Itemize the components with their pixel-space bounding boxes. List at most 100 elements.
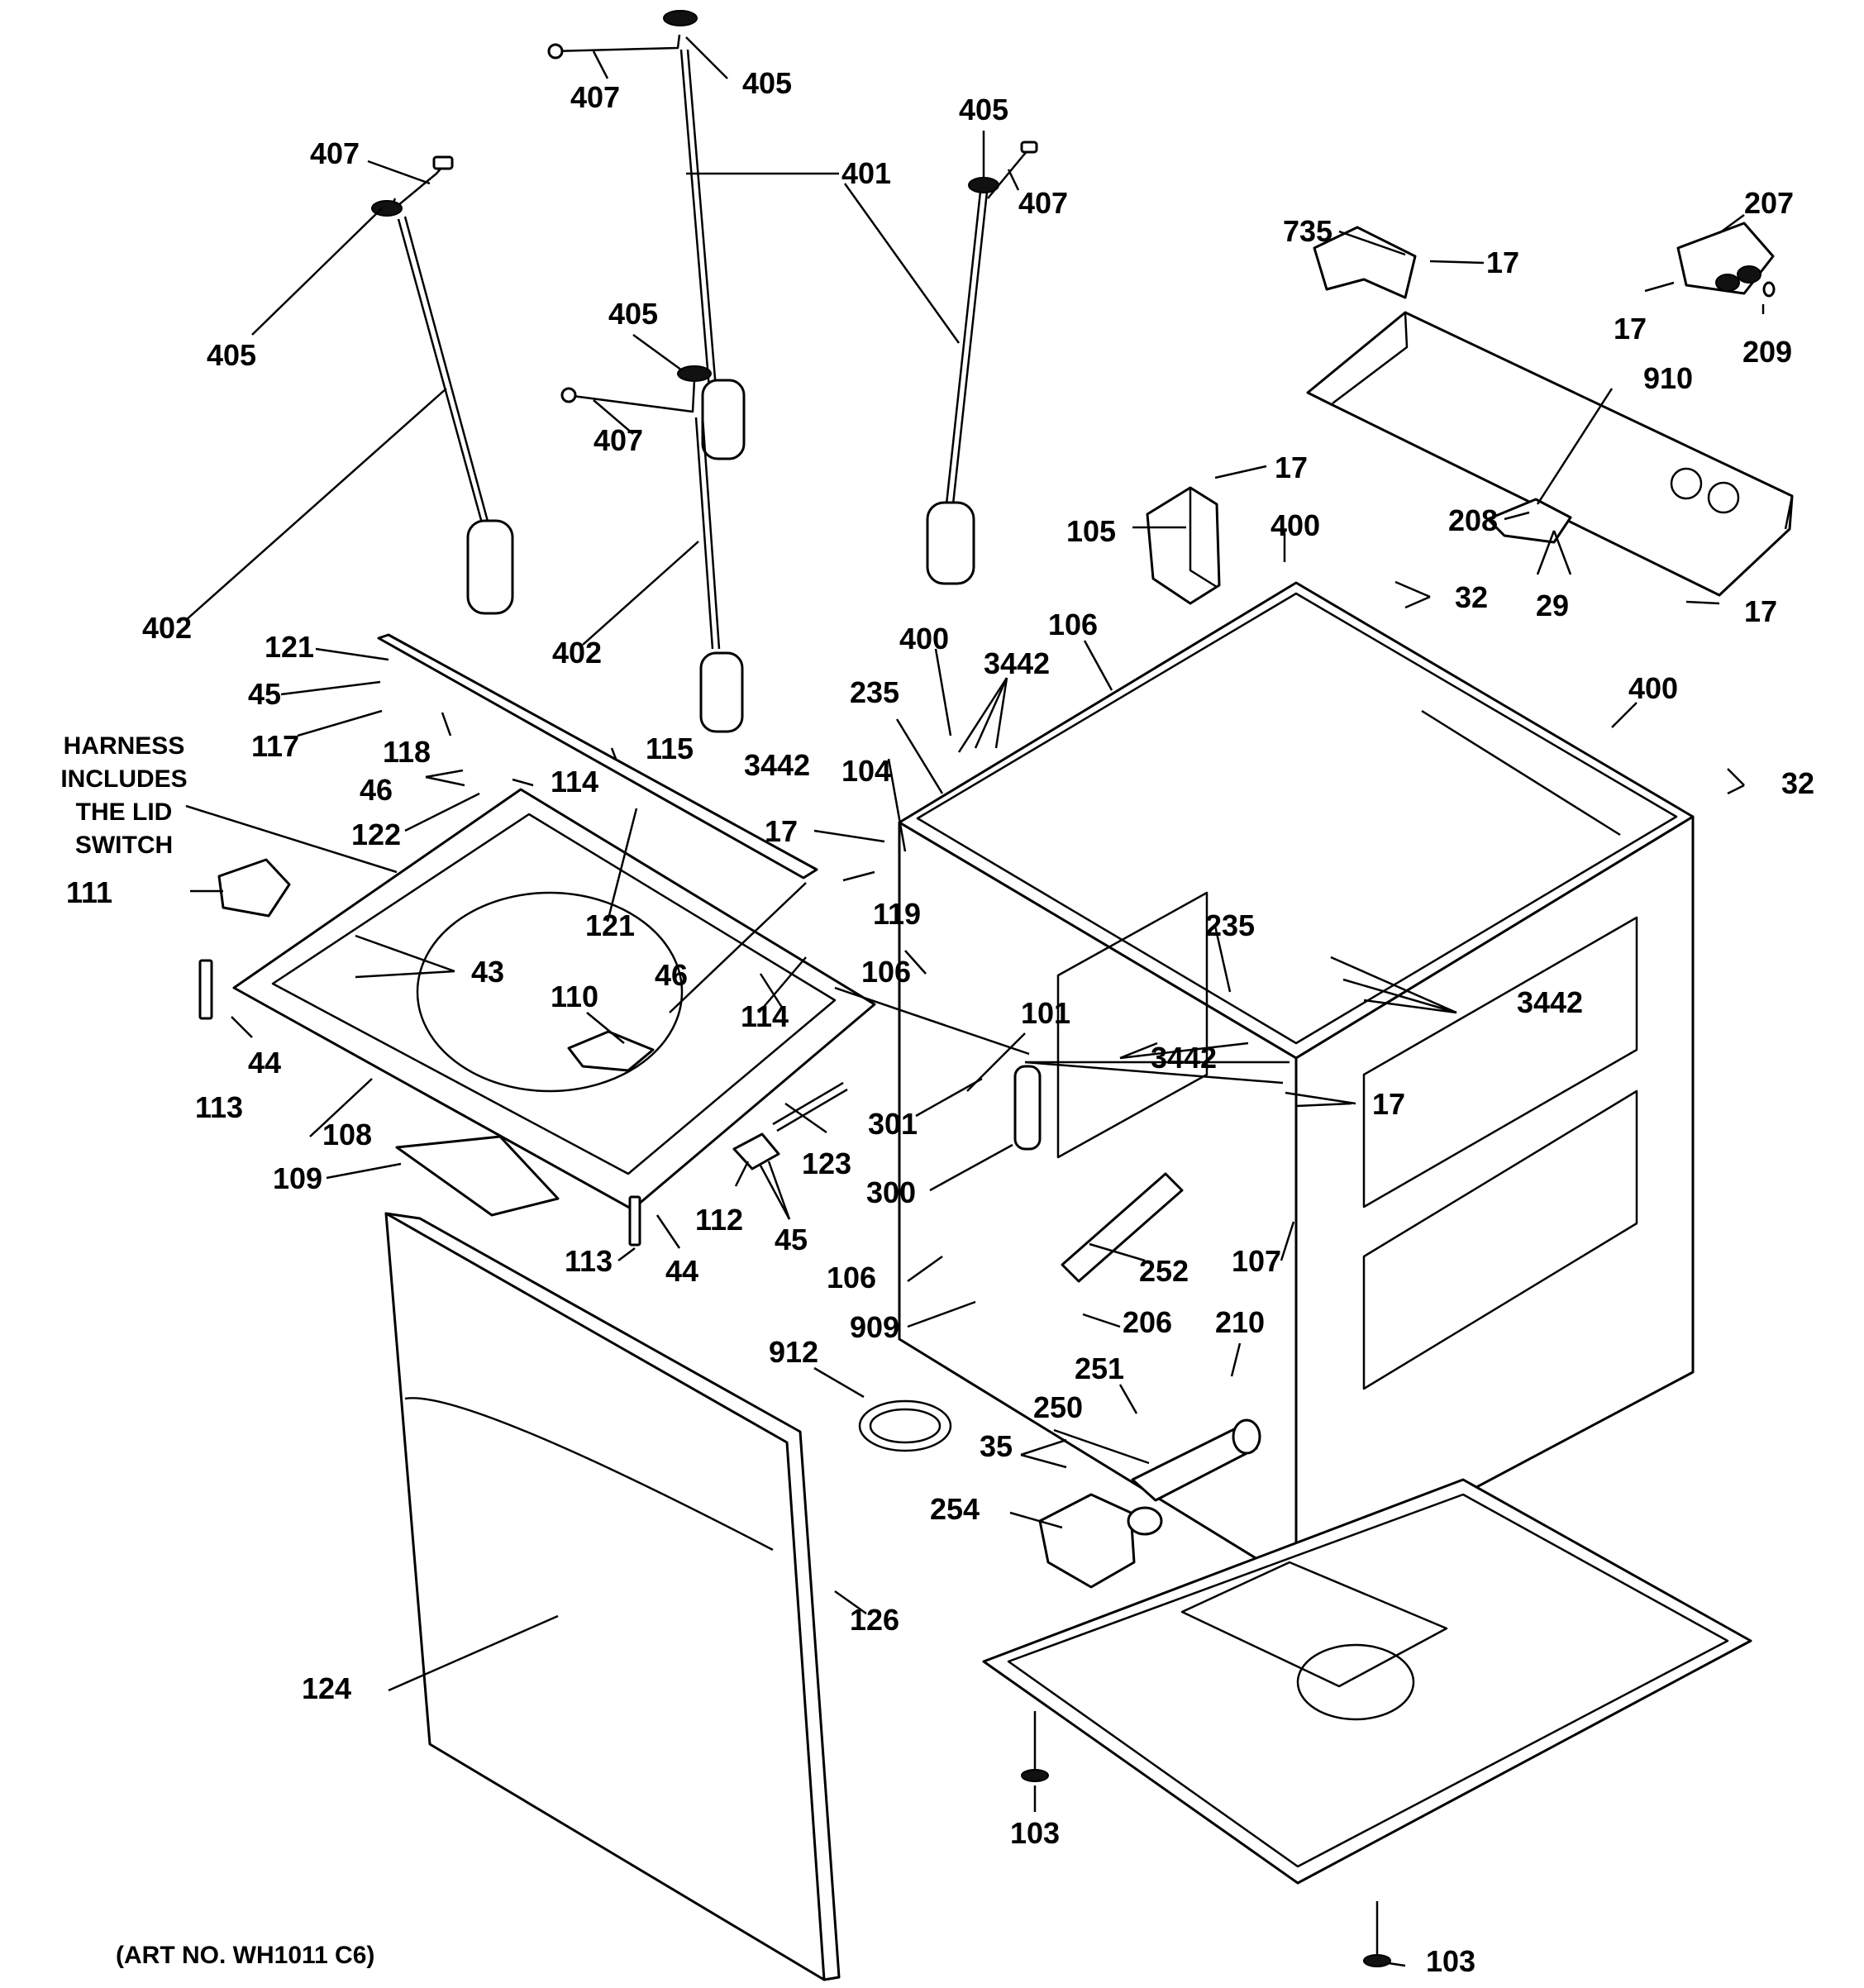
callout-106: 106: [1048, 608, 1098, 641]
suspension-rod-center-front: [560, 365, 744, 733]
suspension-rod-right: [926, 141, 1038, 585]
callout-126: 126: [850, 1603, 899, 1637]
callout-121: 121: [585, 908, 635, 942]
callout-402: 402: [552, 636, 602, 670]
callout-32: 32: [1455, 580, 1488, 614]
callout-110: 110: [551, 980, 598, 1013]
callout-44: 44: [665, 1254, 698, 1288]
callout-3442: 3442: [984, 646, 1050, 680]
dispenser-110: [567, 1030, 655, 1072]
suspension-rod-left: [371, 155, 514, 615]
callout-300: 300: [866, 1175, 916, 1209]
callout-29: 29: [1536, 589, 1569, 622]
callout-105: 105: [1066, 514, 1116, 548]
callout-405: 405: [959, 93, 1008, 126]
callout-407: 407: [310, 136, 360, 170]
callout-103: 103: [1010, 1816, 1060, 1850]
callout-735: 735: [1283, 214, 1332, 248]
callout-104: 104: [841, 754, 891, 788]
bracket-735: [1313, 226, 1417, 299]
callout-107: 107: [1232, 1244, 1281, 1278]
base-pan: [982, 1478, 1752, 1885]
callout-17: 17: [1275, 451, 1308, 484]
callout-43: 43: [471, 955, 504, 989]
callout-912: 912: [769, 1335, 818, 1369]
callout-405: 405: [742, 66, 792, 100]
callout-17: 17: [1372, 1087, 1405, 1121]
leveling-leg-front-right: [1363, 1901, 1391, 1967]
front-panel-124: [384, 1212, 841, 1981]
lid-switch-111: [217, 858, 291, 918]
leveling-leg-front-left: [1021, 1711, 1049, 1782]
callout-112: 112: [695, 1203, 743, 1237]
callout-210: 210: [1215, 1305, 1265, 1339]
callout-251: 251: [1075, 1352, 1124, 1385]
callout-108: 108: [322, 1118, 372, 1151]
hinge-112: [732, 1132, 780, 1170]
callout-35: 35: [980, 1429, 1013, 1463]
callout-407: 407: [570, 80, 620, 114]
callout-909: 909: [850, 1310, 899, 1344]
fill-hose-912: [858, 1399, 952, 1452]
callout-209: 209: [1742, 335, 1792, 369]
callout-400: 400: [899, 622, 949, 656]
callout-407: 407: [1018, 186, 1068, 220]
callout-45: 45: [775, 1223, 808, 1256]
switch-105: [1146, 486, 1221, 605]
water-valve-207: [1676, 222, 1776, 298]
suspension-rod-center-rear: [547, 10, 746, 460]
callout-106: 106: [861, 955, 911, 989]
harness-note-line-3: THE LID: [76, 799, 173, 826]
art-number: (ART NO. WH1011 C6): [116, 1942, 374, 1969]
callout-17: 17: [765, 814, 798, 848]
callout-254: 254: [930, 1492, 980, 1526]
drain-pump-254: [1038, 1493, 1163, 1589]
callout-17: 17: [1486, 246, 1519, 279]
callout-122: 122: [351, 818, 401, 851]
callout-123: 123: [802, 1147, 851, 1180]
callout-17: 17: [1614, 312, 1647, 346]
lid-hinge-bar-115: [377, 633, 818, 880]
callout-400: 400: [1628, 671, 1678, 705]
callout-402: 402: [142, 611, 192, 645]
drain-hose-250: [1131, 1418, 1261, 1502]
backsplash-control-panel: [1306, 311, 1794, 597]
callout-113: 113: [565, 1244, 613, 1278]
bracket-113-left: [198, 959, 213, 1020]
callout-206: 206: [1123, 1305, 1172, 1339]
callout-405: 405: [608, 297, 658, 331]
callout-109: 109: [273, 1161, 322, 1195]
callout-301: 301: [868, 1107, 918, 1141]
callout-46: 46: [360, 773, 393, 807]
callout-250: 250: [1033, 1390, 1083, 1424]
spring-123: [772, 1081, 848, 1132]
callout-252: 252: [1139, 1254, 1189, 1288]
callout-103: 103: [1426, 1944, 1475, 1978]
callout-207: 207: [1744, 186, 1794, 220]
callout-113: 113: [195, 1090, 243, 1124]
callout-118: 118: [383, 735, 431, 769]
callout-407: 407: [594, 423, 643, 457]
callout-3442: 3442: [1517, 985, 1583, 1019]
callout-117: 117: [251, 729, 299, 763]
harness-note-line-1: HARNESS: [64, 732, 185, 760]
leader-lines: [185, 36, 1765, 1967]
trim-109: [395, 1135, 560, 1217]
callout-101: 101: [1021, 996, 1070, 1030]
callout-119: 119: [873, 897, 921, 931]
callout-235: 235: [1205, 908, 1255, 942]
tube-300: [1013, 1065, 1042, 1151]
callout-400: 400: [1270, 508, 1320, 542]
callout-114: 114: [741, 999, 789, 1033]
callout-3442: 3442: [744, 748, 810, 782]
callout-405: 405: [207, 338, 256, 372]
callout-208: 208: [1448, 503, 1498, 537]
callout-910: 910: [1643, 361, 1693, 395]
part-labels: 405 407 405 407 401 405 407 405 407 402 …: [66, 66, 1814, 1978]
callout-235: 235: [850, 675, 899, 709]
callout-106: 106: [827, 1261, 876, 1294]
cabinet-frame: [898, 581, 1695, 1585]
callout-17: 17: [1744, 594, 1777, 628]
